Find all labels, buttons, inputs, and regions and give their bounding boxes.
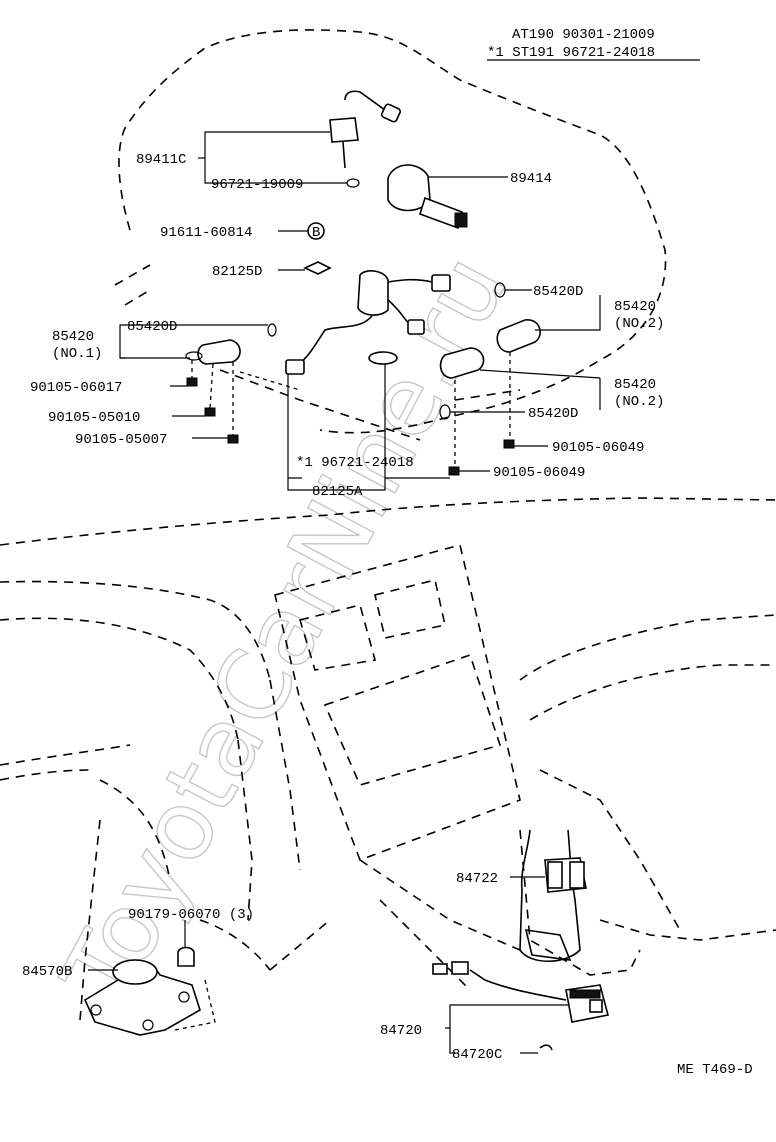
label-90105-06049-b: 90105-06049	[493, 465, 585, 481]
bracket-84570B	[83, 946, 216, 1036]
wire-harness-82125A	[285, 270, 451, 375]
label-85420D-left: 85420D	[127, 319, 177, 335]
solenoid-85420-no2-upper	[494, 282, 541, 353]
solenoid-85420-no1	[185, 323, 277, 365]
label-85420-no2-upper: 85420	[614, 299, 656, 315]
label-85420-no2-upper-sub: (NO.2)	[614, 316, 664, 332]
label-82125A: 82125A	[312, 484, 363, 500]
label-90105-06049-a: 90105-06049	[552, 440, 644, 456]
label-85420D-mid: 85420D	[528, 406, 578, 422]
label-90105-05010: 90105-05010	[48, 410, 140, 426]
label-89414: 89414	[510, 171, 552, 187]
label-85420-no1: 85420	[52, 329, 94, 345]
label-89411C: 89411C	[136, 152, 186, 168]
label-85420-no2-lower-sub: (NO.2)	[614, 394, 664, 410]
label-82125D: 82125D	[212, 264, 262, 280]
label-84570B: 84570B	[22, 964, 72, 980]
label-96721-19009: 96721-19009	[211, 177, 303, 193]
label-90105-06017: 90105-06017	[30, 380, 122, 396]
assembly-dashed-lines	[191, 352, 511, 467]
label-85420-no1-sub: (NO.1)	[52, 346, 102, 362]
sensor-89414	[387, 164, 468, 230]
label-85420-no2-lower: 85420	[614, 377, 656, 393]
header-line-1: AT190 90301-21009	[512, 27, 655, 43]
label-90179-06070: 90179-06070 (3)	[128, 907, 254, 923]
label-96721-24018: *1 96721-24018	[296, 455, 414, 471]
diagram-code: ME T469-D	[677, 1062, 753, 1078]
solenoid-85420-no2-lower	[439, 347, 485, 420]
leader-lines	[119, 131, 601, 491]
switch-84720	[432, 961, 609, 1051]
dashboard-outline	[0, 497, 776, 1021]
header-line-2: *1 ST191 96721-24018	[487, 45, 655, 61]
label-84722: 84722	[456, 871, 498, 887]
gasket-82125D	[303, 261, 332, 275]
label-bolt-mark: B	[312, 225, 320, 241]
transmission-outline	[118, 29, 667, 434]
transmission-lower-edge	[114, 264, 521, 441]
label-84720C: 84720C	[452, 1047, 502, 1063]
label-90105-05007: 90105-05007	[75, 432, 167, 448]
label-85420D-top: 85420D	[533, 284, 583, 300]
shift-knob-84722	[519, 829, 587, 962]
lower-leader-lines	[88, 876, 568, 1054]
label-91611-60814: 91611-60814	[160, 225, 252, 241]
label-84720: 84720	[380, 1023, 422, 1039]
